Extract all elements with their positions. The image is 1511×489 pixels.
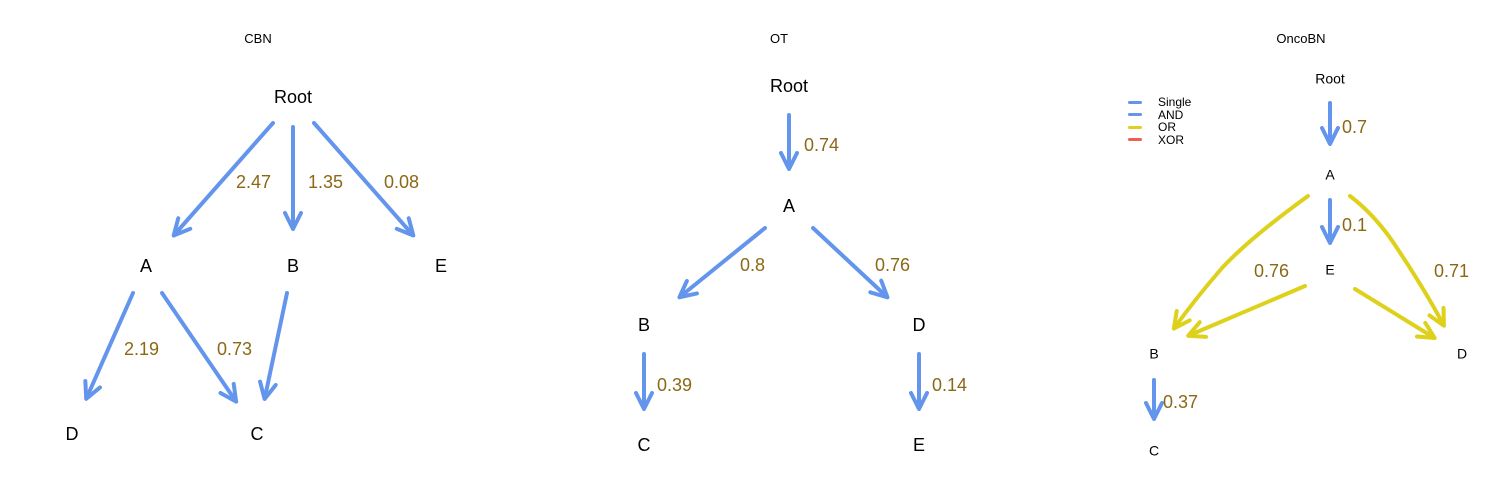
edge-e-d — [1353, 287, 1437, 341]
node-b: B — [638, 315, 650, 335]
edge-label-a-c: 0.73 — [217, 339, 252, 359]
node-root: Root — [770, 76, 808, 96]
node-a: A — [140, 256, 152, 276]
edge-type-legend: Single AND OR XOR — [1128, 96, 1191, 146]
node-a: A — [1325, 167, 1335, 183]
node-b: B — [287, 256, 299, 276]
edge-root-e — [312, 121, 416, 238]
edge-label-root-e: 0.08 — [384, 172, 419, 192]
node-e: E — [1325, 262, 1334, 278]
legend-item-or: OR — [1128, 121, 1191, 134]
node-d: D — [66, 424, 79, 444]
legend-label-xor: XOR — [1158, 132, 1185, 147]
legend-item-xor: XOR — [1128, 134, 1191, 147]
edge-a-b — [677, 226, 767, 300]
edge-a-c — [160, 291, 239, 404]
node-c: C — [638, 435, 651, 455]
edge-a-d — [811, 226, 890, 300]
edge-b-c — [258, 291, 289, 401]
edge-label-root-b: 1.35 — [308, 172, 343, 192]
edge-label-e-b: 0.76 — [1254, 261, 1289, 281]
edge-a-b — [1171, 194, 1310, 331]
node-root: Root — [274, 87, 312, 107]
panel-title-oncobn: OncoBN — [1276, 31, 1326, 46]
node-e: E — [913, 435, 925, 455]
node-d: D — [1457, 346, 1467, 362]
node-b: B — [1149, 346, 1158, 362]
legend-swatch-single — [1128, 100, 1142, 104]
legend-swatch-or — [1128, 125, 1142, 129]
edge-label-b-c: 0.37 — [1163, 392, 1198, 412]
legend-swatch-xor — [1128, 138, 1142, 142]
panel-title-cbn: CBN — [244, 31, 272, 46]
edge-label-a-d: 0.76 — [875, 255, 910, 275]
edge-a-d — [83, 291, 135, 401]
edge-label-root-a: 0.7 — [1342, 117, 1367, 137]
edge-label-a-b: 0.8 — [740, 255, 765, 275]
edge-root-a — [171, 121, 275, 238]
edge-label-a-d: 2.19 — [124, 339, 159, 359]
node-root: Root — [1315, 71, 1345, 87]
node-e: E — [435, 256, 447, 276]
edge-label-root-a: 2.47 — [236, 172, 271, 192]
legend-label-or: OR — [1158, 120, 1176, 135]
edge-label-a-e: 0.1 — [1342, 215, 1367, 235]
edge-label-e-d: 0.71 — [1434, 261, 1469, 281]
edge-label-d-e: 0.14 — [932, 375, 967, 395]
node-d: D — [913, 315, 926, 335]
legend-swatch-and — [1128, 113, 1142, 117]
node-c: C — [251, 424, 264, 444]
legend-item-and: AND — [1128, 109, 1191, 122]
legend-label-and: AND — [1158, 107, 1184, 122]
legend-item-single: Single — [1128, 96, 1191, 109]
edge-a-d — [1348, 194, 1446, 328]
edge-label-root-a: 0.74 — [804, 135, 839, 155]
edge-e-b — [1186, 284, 1307, 339]
panel-title-ot: OT — [769, 31, 789, 46]
node-a: A — [783, 196, 795, 216]
node-c: C — [1149, 443, 1159, 459]
edge-label-b-c: 0.39 — [657, 375, 692, 395]
legend-label-single: Single — [1158, 95, 1192, 110]
